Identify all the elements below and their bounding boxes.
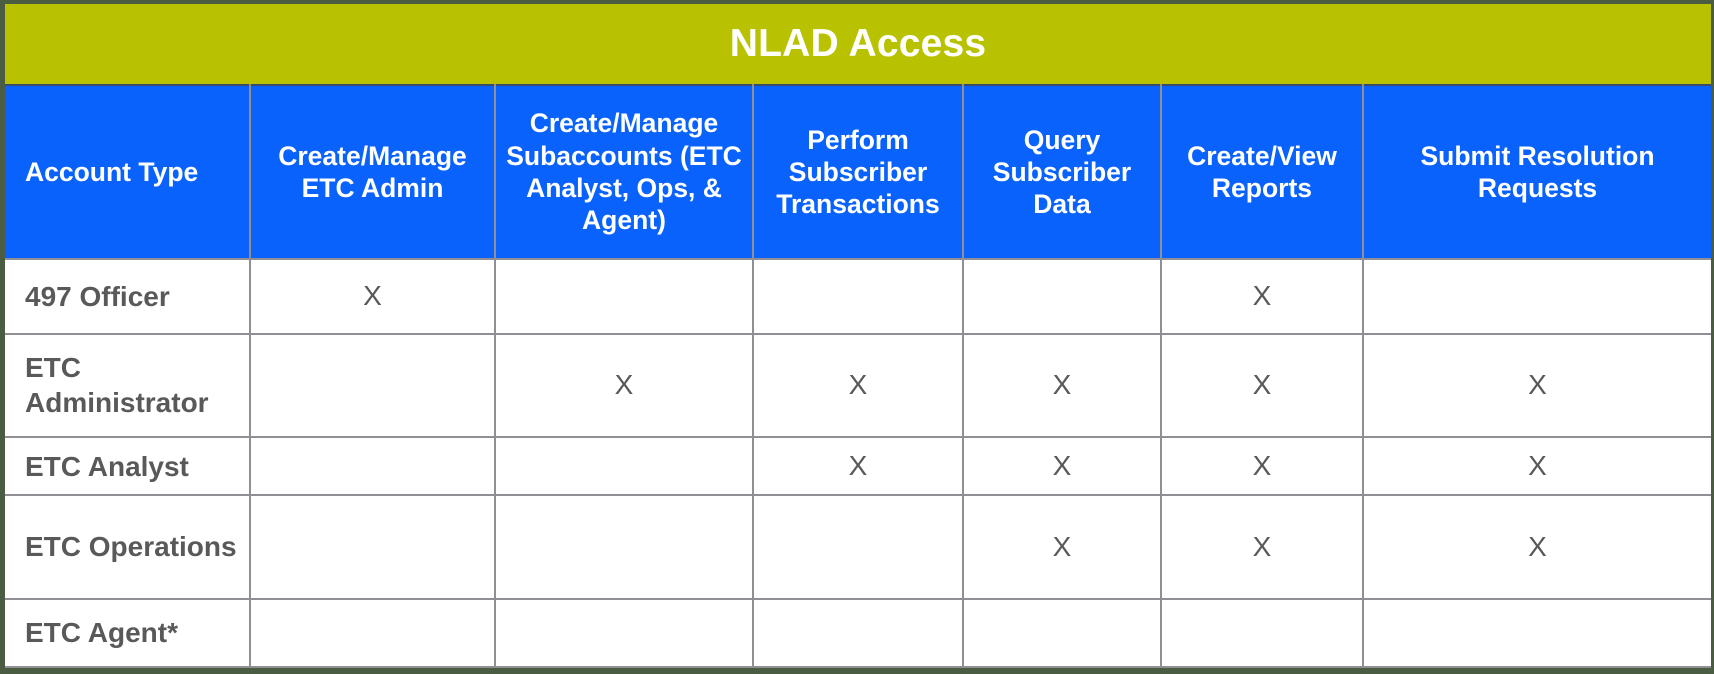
- cell-etc-operations-submit-resolution-requests: X: [1361, 494, 1712, 600]
- table-row: ETC Administrator X X X X X: [5, 332, 1712, 439]
- column-header-query-subscriber-data: Query Subscriber Data: [962, 84, 1162, 260]
- cell-etc-analyst-create-view-reports: X: [1160, 436, 1364, 497]
- table-row: 497 Officer X X: [5, 258, 1712, 335]
- table-title-row: NLAD Access: [5, 4, 1712, 85]
- cell-497-officer-perform-subscriber-transactions: [752, 258, 964, 335]
- cell-etc-operations-query-subscriber-data: X: [962, 494, 1162, 600]
- cell-497-officer-query-subscriber-data: [962, 258, 1162, 335]
- cell-etc-analyst-create-manage-subaccounts: [494, 436, 754, 497]
- cell-etc-agent-query-subscriber-data: [962, 597, 1162, 669]
- cell-etc-administrator-create-manage-etc-admin: [249, 332, 496, 439]
- cell-etc-operations-perform-subscriber-transactions: [752, 494, 964, 600]
- column-header-row: Account Type Create/Manage ETC Admin Cre…: [5, 84, 1712, 260]
- cell-etc-administrator-create-manage-subaccounts: X: [494, 332, 754, 439]
- cell-etc-agent-perform-subscriber-transactions: [752, 597, 964, 669]
- row-label-etc-analyst: ETC Analyst: [5, 436, 251, 497]
- cell-etc-operations-create-manage-subaccounts: [494, 494, 754, 600]
- cell-497-officer-create-manage-etc-admin: X: [249, 258, 496, 335]
- cell-etc-administrator-create-view-reports: X: [1160, 332, 1364, 439]
- cell-etc-agent-create-manage-subaccounts: [494, 597, 754, 669]
- cell-etc-administrator-query-subscriber-data: X: [962, 332, 1162, 439]
- nlad-access-table: NLAD Access Account Type Create/Manage E…: [5, 4, 1712, 669]
- cell-etc-analyst-submit-resolution-requests: X: [1361, 436, 1712, 497]
- cell-etc-agent-create-view-reports: [1160, 597, 1364, 669]
- column-header-account-type: Account Type: [5, 84, 251, 260]
- cell-etc-analyst-query-subscriber-data: X: [962, 436, 1162, 497]
- table-title: NLAD Access: [5, 4, 1712, 85]
- cell-497-officer-create-view-reports: X: [1160, 258, 1364, 335]
- column-header-submit-resolution-requests: Submit Resolution Requests: [1361, 84, 1712, 260]
- cell-etc-administrator-perform-subscriber-transactions: X: [752, 332, 964, 439]
- row-label-etc-agent: ETC Agent*: [5, 597, 251, 669]
- column-header-create-manage-subaccounts: Create/Manage Subaccounts (ETC Analyst, …: [494, 84, 754, 260]
- cell-etc-analyst-perform-subscriber-transactions: X: [752, 436, 964, 497]
- table-row: ETC Agent*: [5, 597, 1712, 669]
- column-header-perform-subscriber-transactions: Perform Subscriber Transactions: [752, 84, 964, 260]
- cell-497-officer-submit-resolution-requests: [1361, 258, 1712, 335]
- cell-etc-agent-create-manage-etc-admin: [249, 597, 496, 669]
- cell-etc-administrator-submit-resolution-requests: X: [1361, 332, 1712, 439]
- row-label-etc-operations: ETC Operations: [5, 494, 251, 600]
- table-row: ETC Analyst X X X X: [5, 436, 1712, 497]
- column-header-create-manage-etc-admin: Create/Manage ETC Admin: [249, 84, 496, 260]
- cell-etc-operations-create-manage-etc-admin: [249, 494, 496, 600]
- cell-etc-operations-create-view-reports: X: [1160, 494, 1364, 600]
- cell-etc-agent-submit-resolution-requests: [1361, 597, 1712, 669]
- row-label-etc-administrator: ETC Administrator: [5, 332, 251, 439]
- table-body: 497 Officer X X ETC Administrator X X X …: [5, 258, 1712, 669]
- table-row: ETC Operations X X X: [5, 494, 1712, 600]
- row-label-497-officer: 497 Officer: [5, 258, 251, 335]
- cell-497-officer-create-manage-subaccounts: [494, 258, 754, 335]
- cell-etc-analyst-create-manage-etc-admin: [249, 436, 496, 497]
- column-header-create-view-reports: Create/View Reports: [1160, 84, 1364, 260]
